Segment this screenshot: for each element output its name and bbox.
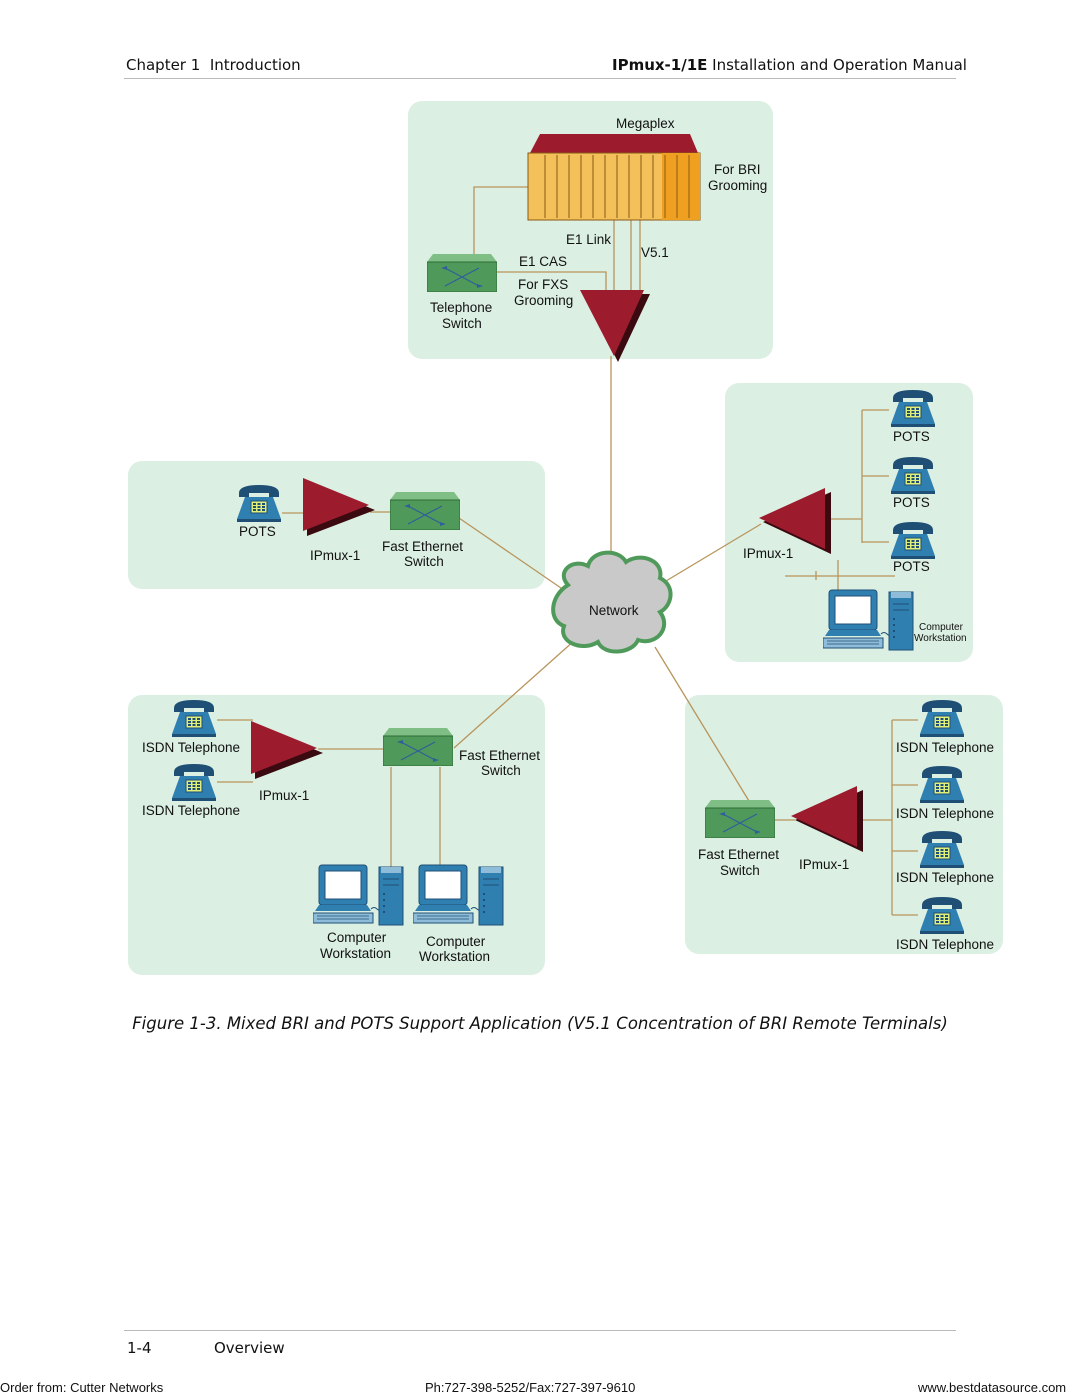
pots-label: POTS — [893, 559, 930, 574]
ipmux-label: IPmux-1 — [310, 548, 360, 563]
pots-label: POTS — [239, 524, 276, 539]
ipmux-label: IPmux-1 — [743, 546, 793, 561]
for-fxs-label: For FXS — [518, 277, 568, 292]
network-diagram: Megaplex For BRI Grooming E1 Link V5.1 E… — [128, 101, 1003, 975]
telephone-switch-icon — [427, 254, 497, 292]
page-number: 1-4 — [127, 1339, 152, 1357]
megaplex-icon — [527, 134, 701, 221]
pots-phone-icon — [890, 521, 936, 560]
isdn-telephone-label: ISDN Telephone — [896, 740, 994, 755]
page-header-right: IPmux-1/1E Installation and Operation Ma… — [612, 56, 967, 74]
switch-label: Switch — [442, 316, 482, 331]
header-rule — [124, 78, 956, 79]
pots-phone-icon — [890, 389, 936, 428]
footer-rule — [124, 1330, 956, 1331]
isdn-telephone-label: ISDN Telephone — [896, 870, 994, 885]
left-site-panel — [128, 461, 545, 589]
v51-label: V5.1 — [641, 245, 669, 260]
phone-fax-text: Ph:727-398-5252/Fax:727-397-9610 — [425, 1380, 636, 1395]
fxs-grooming-label: Grooming — [514, 293, 573, 308]
ipmux-label: IPmux-1 — [259, 788, 309, 803]
ipmux-label: IPmux-1 — [799, 857, 849, 872]
isdn-phone-icon — [919, 765, 965, 804]
fast-ethernet-label: Fast Ethernet — [698, 847, 779, 862]
computer-workstation-icon — [823, 589, 914, 651]
network-links — [217, 186, 918, 916]
switch-label: Switch — [720, 863, 760, 878]
fast-ethernet-label: Fast Ethernet — [459, 748, 540, 763]
pots-phone-icon — [890, 456, 936, 495]
e1-cas-label: E1 CAS — [519, 254, 567, 269]
isdn-telephone-label: ISDN Telephone — [896, 937, 994, 952]
computer-label: Computer — [327, 930, 387, 945]
isdn-telephone-label: ISDN Telephone — [896, 806, 994, 821]
order-from-text: Order from: Cutter Networks — [0, 1380, 164, 1395]
fast-ethernet-switch-left-icon — [390, 492, 460, 530]
grooming-label: Grooming — [708, 178, 767, 193]
isdn-phone-icon — [919, 830, 965, 869]
fast-ethernet-label: Fast Ethernet — [382, 539, 463, 554]
switch-label: Switch — [404, 554, 444, 569]
website-text: www.bestdatasource.com — [918, 1380, 1067, 1395]
network-label: Network — [589, 603, 639, 618]
page-header-left: Chapter 1 Introduction — [126, 56, 301, 74]
telephone-label: Telephone — [430, 300, 492, 315]
e1-link-label: E1 Link — [566, 232, 611, 247]
footer-section: Overview — [214, 1339, 285, 1357]
fast-ethernet-switch-bottom-left-icon — [383, 728, 453, 766]
isdn-phone-icon — [919, 896, 965, 935]
for-bri-label: For BRI — [714, 162, 761, 177]
pots-phone-icon — [236, 484, 282, 523]
isdn-telephone-label: ISDN Telephone — [142, 803, 240, 818]
product-name: IPmux-1/1E — [612, 56, 708, 74]
isdn-telephone-label: ISDN Telephone — [142, 740, 240, 755]
pots-label: POTS — [893, 495, 930, 510]
computer-workstation-icon — [313, 864, 404, 926]
isdn-phone-icon — [171, 763, 217, 802]
workstation-label: Workstation — [914, 633, 967, 644]
chapter-number: Chapter 1 — [126, 56, 201, 74]
network-cloud-icon — [551, 550, 673, 654]
fast-ethernet-switch-bottom-right-icon — [705, 800, 775, 838]
pots-label: POTS — [893, 429, 930, 444]
megaplex-label: Megaplex — [616, 116, 675, 131]
computer-label: Computer — [426, 934, 486, 949]
computer-label: Computer — [919, 622, 964, 633]
workstation-label: Workstation — [419, 949, 490, 964]
figure-caption: Figure 1-3. Mixed BRI and POTS Support A… — [132, 1014, 948, 1033]
switch-label: Switch — [481, 763, 521, 778]
isdn-phone-icon — [171, 699, 217, 738]
computer-workstation-icon — [413, 864, 504, 926]
manual-title: Installation and Operation Manual — [712, 56, 967, 74]
workstation-label: Workstation — [320, 946, 391, 961]
isdn-phone-icon — [919, 699, 965, 738]
chapter-title: Introduction — [209, 56, 301, 74]
